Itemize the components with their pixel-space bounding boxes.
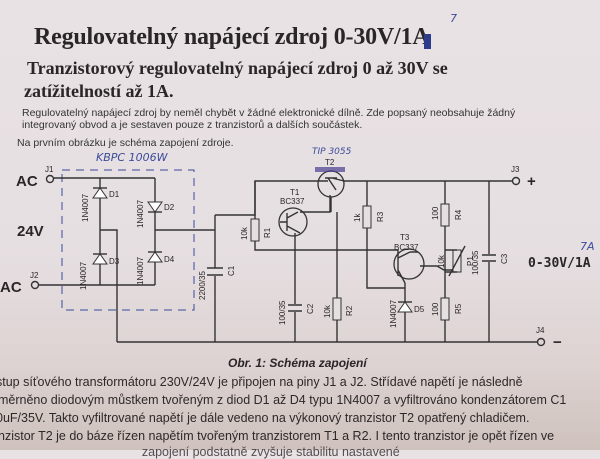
output-voltage-label: 0-30V/1A [528,256,591,271]
plus-sign: + [527,173,536,190]
r3-value: 1k [353,213,362,222]
ac-label-2: AC [0,279,22,296]
resistor-r5 [440,297,450,321]
subtitle-line-1: Tranzistorový regulovatelný napájecí zdr… [27,58,448,78]
j2-terminal [30,280,40,290]
t1-type: BC337 [280,197,305,206]
body-line: nzistor T2 je do báze řízen napětím tvoř… [0,429,555,443]
r5-value: 100 [431,302,440,316]
resistor-r4 [440,203,450,227]
r2-label: R2 [345,305,354,316]
transistor-t1 [278,207,308,237]
d1-label: D1 [109,190,120,199]
j4-label: J4 [536,326,545,335]
j3-label: J3 [511,165,520,174]
d3-type: 1N4007 [79,261,88,290]
resistor-r2 [332,297,342,321]
c3-value: 100/35 [471,250,480,275]
capacitor-c3 [481,254,497,262]
t2-label: T2 [325,158,335,167]
j1-label: J1 [45,165,54,174]
transistor-t3 [393,248,425,280]
c3-label: C3 [500,253,509,264]
t3-type: BC337 [394,243,419,252]
diode-d2 [147,201,163,213]
r4-value: 100 [431,206,440,220]
d2-type: 1N4007 [136,199,145,228]
t3-label: T3 [400,233,410,242]
d4-type: 1N4007 [136,256,145,285]
d2-label: D2 [164,203,175,212]
c2-label: C2 [306,303,315,314]
r5-label: R5 [454,303,463,314]
body-line: 0uF/35V. Takto vyfiltrované napětí je dá… [0,411,530,425]
capacitor-c2 [287,304,303,312]
body-line: měrněno diodovým můstkem tvořeným z diod… [0,393,567,407]
transistor-t2 [317,170,345,198]
d4-label: D4 [164,255,175,264]
r3-label: R3 [376,211,385,222]
bridge-outline [61,169,195,311]
resistor-r3 [362,205,372,229]
subtitle-line-2: zatížitelností až 1A. [24,81,174,101]
document-title: Regulovatelný napájecí zdroj 0-30V/1A [34,24,430,50]
minus-sign: − [553,334,562,351]
p1-value: 10k [437,254,446,268]
r2-value: 10k [323,304,332,318]
j1-terminal [45,174,55,184]
c1-value: 2200/35 [198,271,207,300]
resistor-r1 [250,218,260,242]
d5-type: 1N4007 [389,299,398,328]
r4-label: R4 [454,209,463,220]
output-note: 7A [580,240,595,253]
intro-line-1: Regulovatelný napájecí zdroj by neměl ch… [22,107,516,119]
input-voltage-label: 24V [17,223,44,240]
body-line: zapojení podstatně zvyšuje stabilitu nas… [0,445,400,459]
t2-note: TIP 3055 [312,147,352,157]
t1-label: T1 [290,188,300,197]
j4-terminal [536,337,546,347]
intro-line-3: Na prvním obrázku je schéma zapojení zdr… [17,137,234,149]
c1-label: C1 [227,265,236,276]
c2-value: 100/35 [278,300,287,325]
r1-label: R1 [263,227,272,238]
diode-d5 [397,301,413,313]
diode-d4 [147,251,163,263]
r1-value: 10k [240,226,249,240]
j3-terminal [511,176,521,186]
d1-type: 1N4007 [81,193,90,222]
d3-label: D3 [109,257,120,266]
bridge-note: KBPC 1006W [96,151,169,164]
p1-label: P1 [466,256,475,266]
d5-label: D5 [414,305,425,314]
intro-line-2: integrovaný obvod a je sestaven pouze z … [22,119,363,131]
title-strike-mark [424,34,431,49]
capacitor-c1 [205,267,225,276]
figure-caption: Obr. 1: Schéma zapojení [228,356,367,370]
body-line: stup síťového transformátoru 230V/24V je… [0,375,523,389]
j2-label: J2 [30,271,39,280]
diode-d3 [92,253,108,265]
t2-struck-type [315,167,345,172]
title-correction: 7 [450,12,457,25]
diode-d1 [92,187,108,199]
ac-label-1: AC [16,173,38,190]
